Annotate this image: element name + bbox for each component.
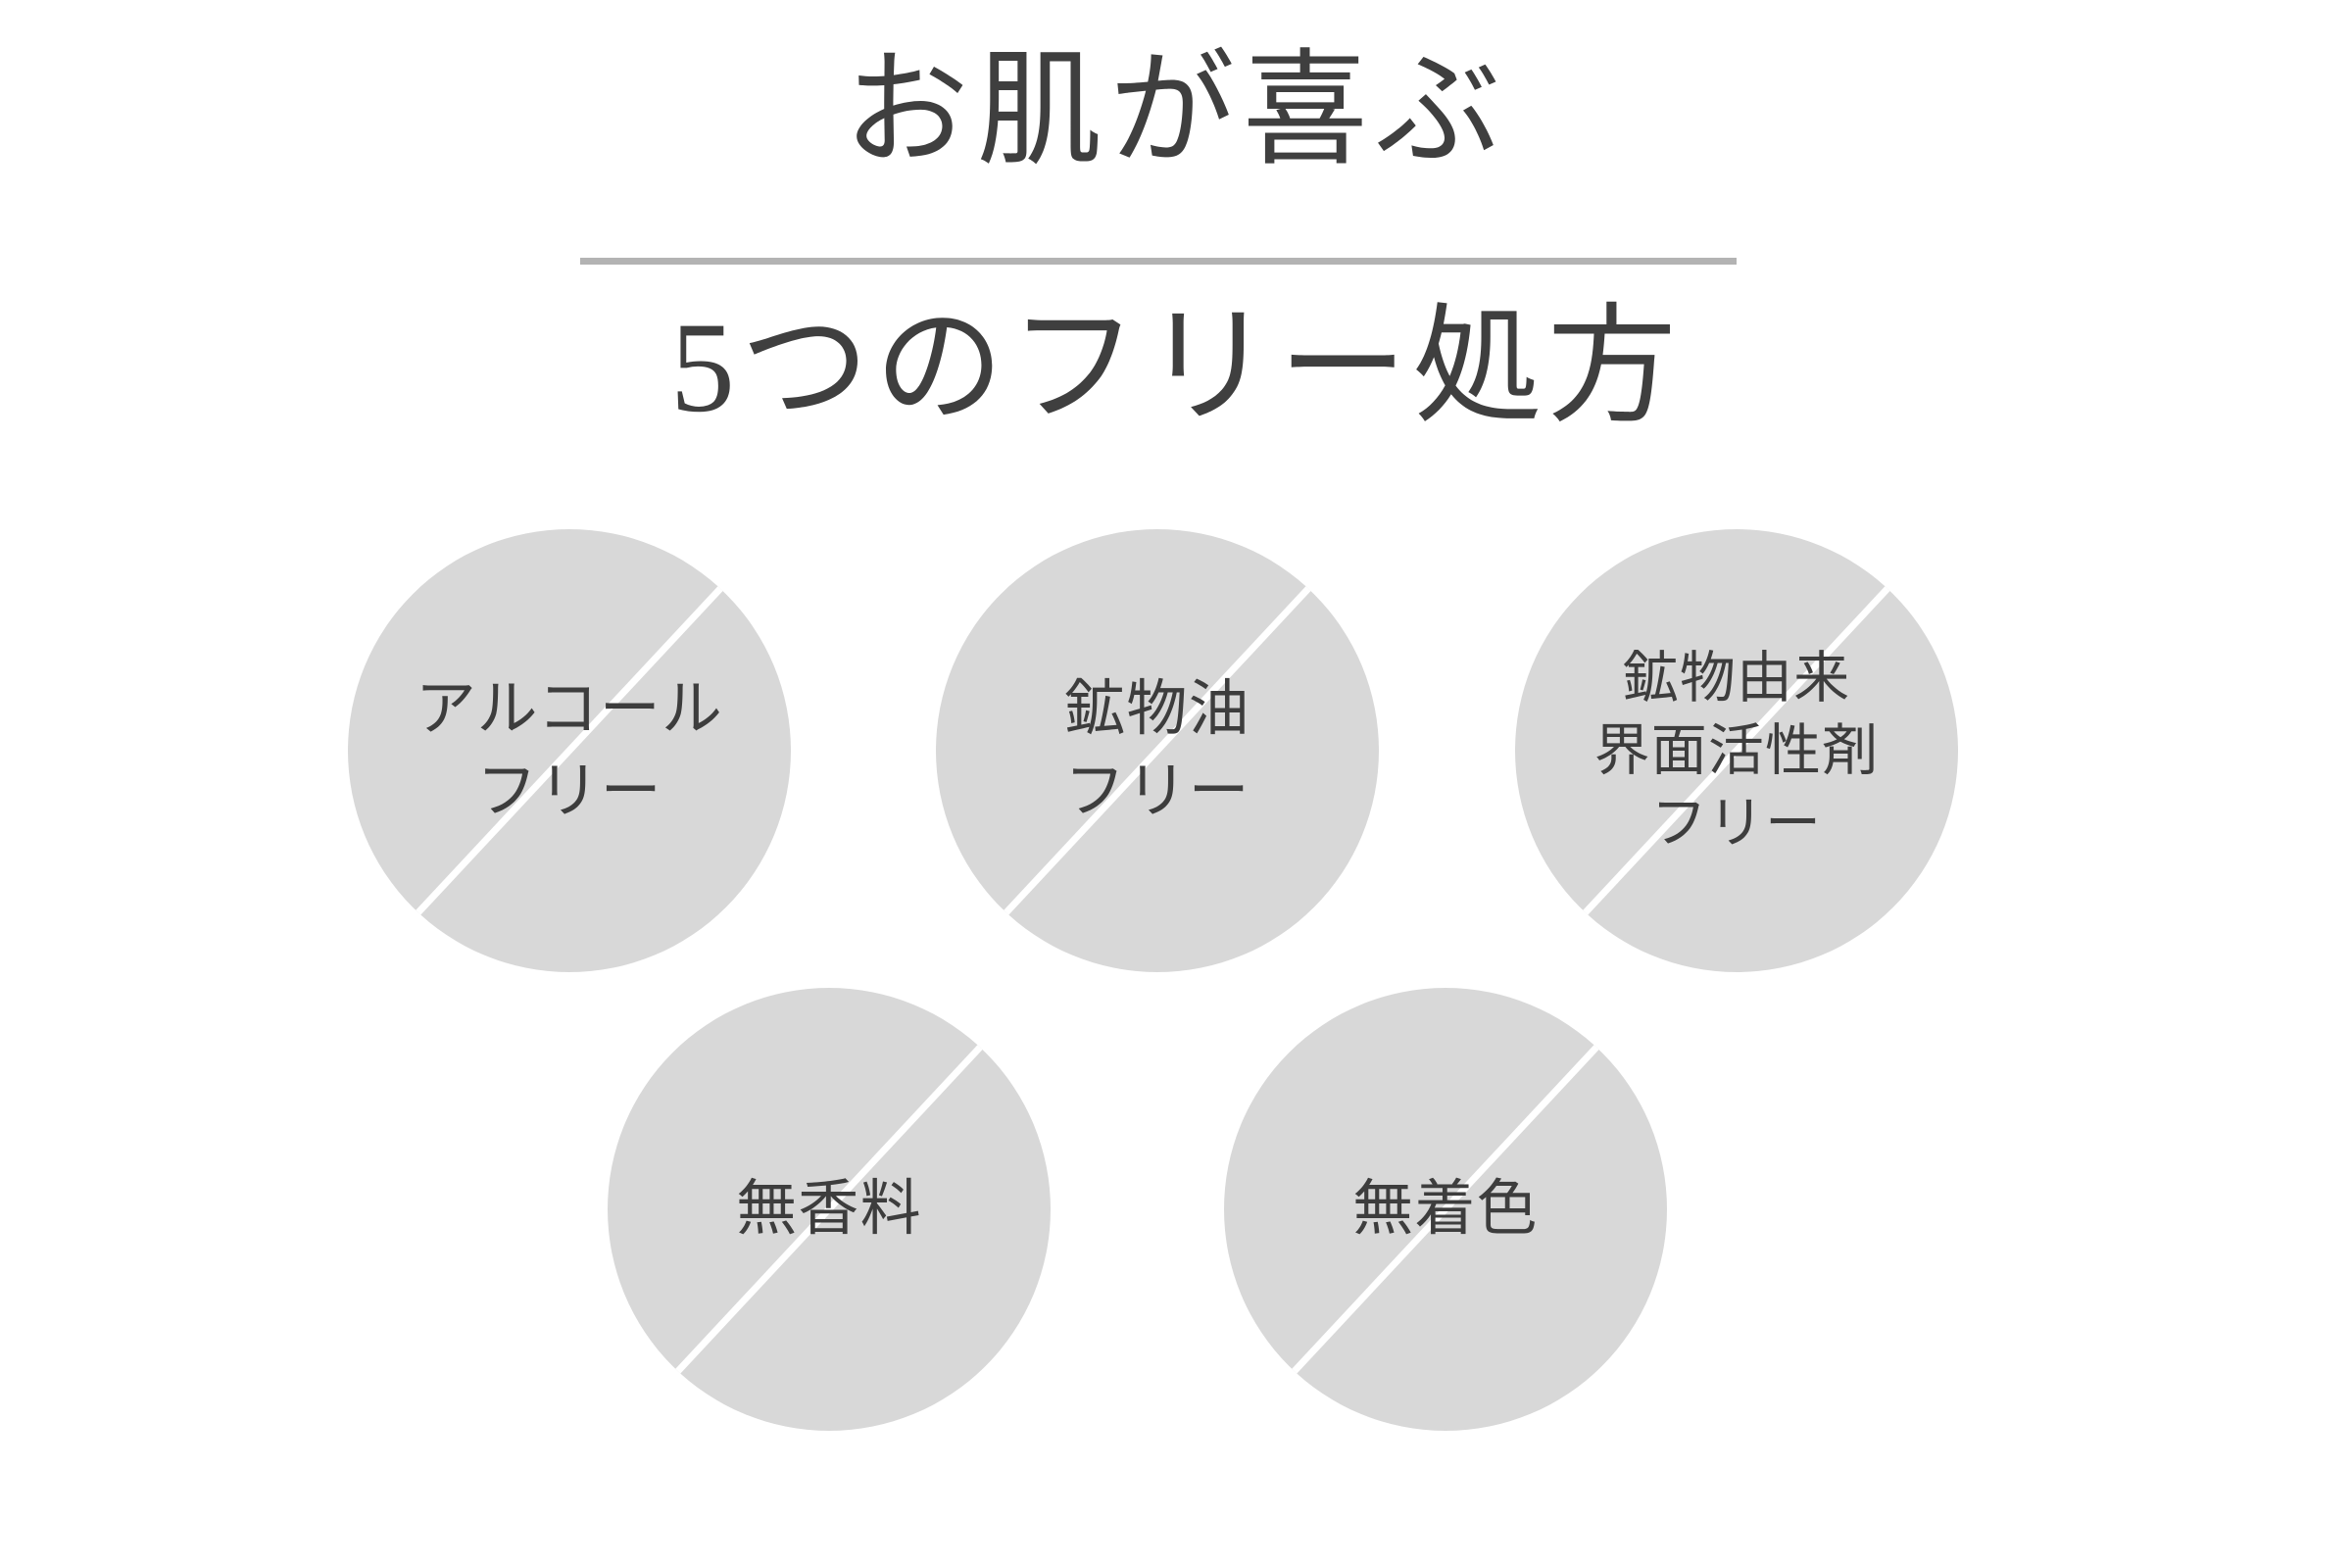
badge-label: 鉱物油 フリー [1064,675,1250,825]
page-title: お肌が喜ぶ [843,41,1509,180]
badge-mineral-surfactant-free: 鉱物由来 界面活性剤 フリー [1515,529,1958,972]
badge-alcohol-free: アルコール フリー [348,529,791,972]
badge-fragrance-free: 無香料 [608,988,1051,1431]
page-subtitle: 5つのフリー処方 [669,295,1683,439]
badge-label: 無着色 [1352,1175,1539,1244]
badge-colorant-free: 無着色 [1224,988,1667,1431]
badge-label: 無香料 [736,1175,922,1244]
badge-mineral-oil-free: 鉱物油 フリー [936,529,1379,972]
badge-label: アルコール フリー [415,675,724,825]
badge-label: 鉱物由来 界面活性剤 フリー [1593,646,1880,856]
title-divider [580,258,1737,265]
